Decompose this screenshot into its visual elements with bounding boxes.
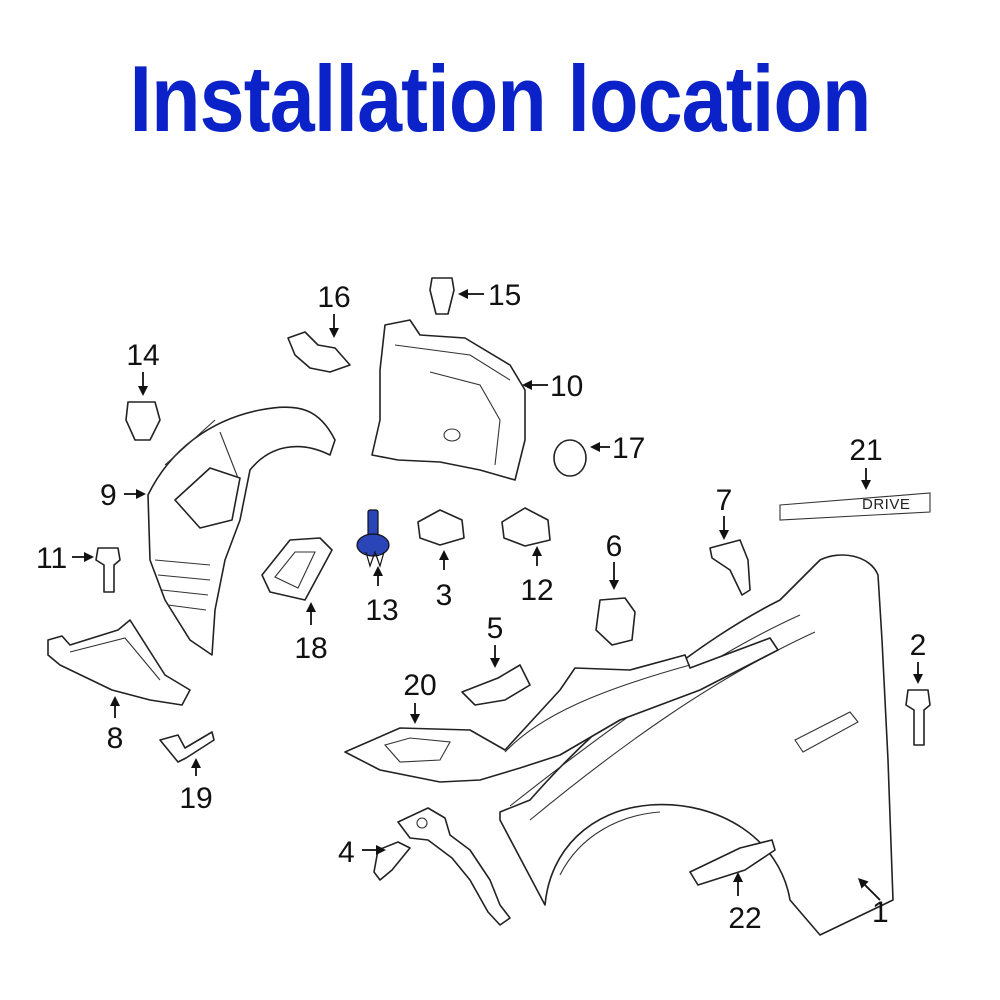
- callout-3: 3: [436, 579, 453, 612]
- callout-6: 6: [606, 530, 623, 563]
- part-small-cover: [261, 537, 333, 601]
- part-bolt-2: [905, 689, 931, 746]
- callout-20: 20: [403, 669, 436, 702]
- part-screw-19: [159, 731, 215, 763]
- arrow-5: [490, 645, 500, 668]
- arrow-9: [124, 489, 146, 499]
- callout-15: 15: [488, 279, 521, 312]
- arrow-13: [373, 566, 383, 586]
- part-bolt-11: [95, 547, 121, 593]
- callout-9: 9: [100, 479, 117, 512]
- part-clip-12: [501, 507, 551, 547]
- arrow-6: [609, 562, 619, 590]
- leader-arrows: [72, 289, 923, 901]
- part-wheel-arch-liner: [147, 406, 336, 656]
- part-clip-3: [417, 509, 465, 546]
- callout-8: 8: [107, 722, 124, 755]
- callout-14: 14: [126, 339, 159, 372]
- callout-19: 19: [179, 782, 212, 815]
- arrow-22: [733, 872, 743, 896]
- part-upper-liner: [371, 319, 526, 481]
- callout-2: 2: [910, 629, 927, 662]
- part-nut-17: [553, 439, 587, 477]
- part-13-highlighted: [356, 509, 390, 568]
- part-support-bracket: [373, 807, 511, 926]
- callout-16: 16: [317, 281, 350, 314]
- emblem-text: DRIVE: [862, 496, 910, 513]
- part-clip-14: [125, 401, 161, 441]
- arrow-16: [329, 314, 339, 338]
- arrow-18: [306, 602, 316, 625]
- callout-7: 7: [716, 484, 733, 517]
- callout-21: 21: [849, 434, 882, 467]
- part-front-wall: [344, 637, 779, 783]
- arrow-11: [72, 552, 94, 562]
- part-lower-shield: [47, 619, 191, 706]
- page-title: Installation location: [129, 46, 871, 151]
- arrow-19: [191, 758, 201, 776]
- callout-1: 1: [872, 896, 889, 929]
- part-bracket-6: [595, 597, 636, 646]
- arrow-17: [590, 442, 610, 452]
- callout-22: 22: [728, 902, 761, 935]
- callout-5: 5: [487, 612, 504, 645]
- arrow-14: [138, 372, 148, 396]
- arrow-2: [913, 662, 923, 684]
- part-trim-22: [689, 839, 776, 886]
- callout-labels: 1 2 3 4 5 6 7 8 9 10 11 12 13 14 15 16 1…: [36, 279, 926, 935]
- arrow-8: [110, 696, 120, 718]
- part-bracket-16: [287, 331, 351, 373]
- arrow-3: [439, 550, 449, 570]
- arrow-7: [719, 516, 729, 540]
- arrow-1: [858, 878, 881, 901]
- callout-4: 4: [338, 836, 355, 869]
- arrow-4: [362, 845, 386, 855]
- part-bracket-5: [461, 664, 531, 706]
- arrow-10: [522, 380, 548, 390]
- part-clip-15: [429, 277, 455, 315]
- callout-17: 17: [612, 432, 645, 465]
- part-clip-7: [709, 539, 751, 596]
- callout-12: 12: [520, 574, 553, 607]
- callout-11: 11: [36, 542, 67, 575]
- arrow-15: [458, 289, 484, 299]
- arrow-20: [410, 703, 420, 724]
- callout-13: 13: [365, 594, 398, 627]
- arrow-12: [532, 546, 542, 566]
- callout-18: 18: [294, 632, 327, 665]
- arrow-21: [861, 468, 871, 490]
- callout-10: 10: [550, 370, 583, 403]
- part-emblem-21: DRIVE: [779, 492, 931, 521]
